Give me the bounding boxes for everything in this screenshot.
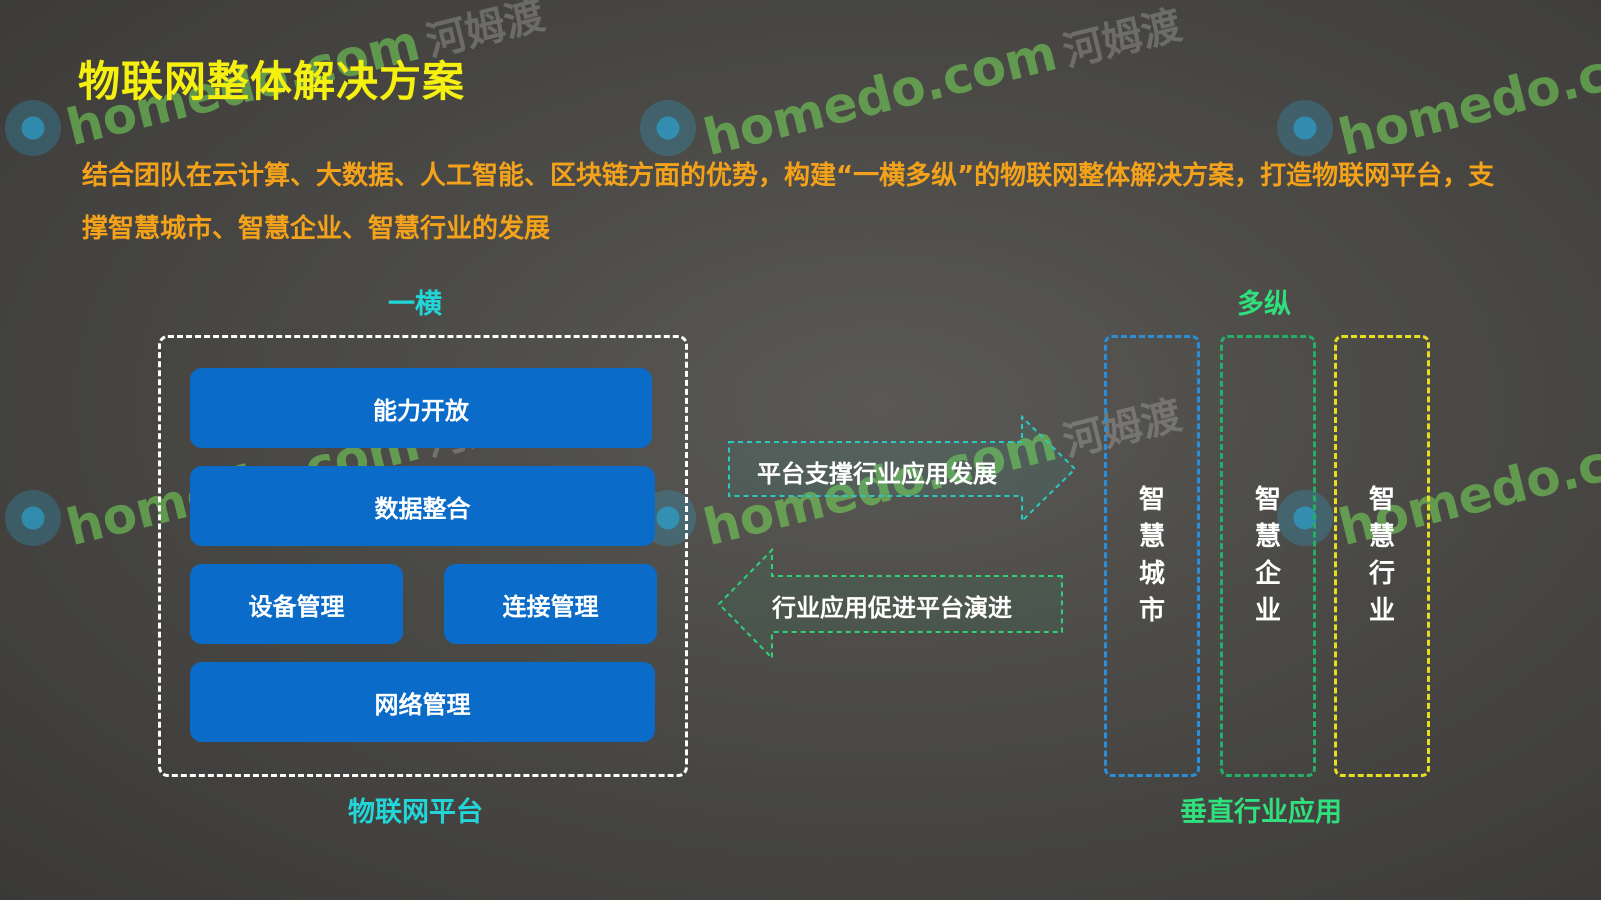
watermark-logo-icon [640,100,696,156]
device-management-block: 设备管理 [190,564,403,644]
description-text: 结合团队在云计算、大数据、人工智能、区块链方面的优势，构建“一横多纵”的物联网整… [82,161,1495,244]
data-integration-block: 数据整合 [190,466,655,546]
platform-frame [158,335,688,777]
network-management-block: 网络管理 [190,662,655,742]
watermark-logo-icon [1277,100,1333,156]
smart-industry-label: 智慧行业 [1368,485,1395,626]
smart-city-column: 智慧城市 [1104,335,1200,777]
platform-caption: 物联网平台 [348,797,483,828]
right-arrow [728,415,1077,524]
left-arrow [717,548,1063,660]
smart-industry-column: 智慧行业 [1334,335,1430,777]
watermark-logo-icon [5,490,61,546]
watermark-logo-icon [5,100,61,156]
watermark-logo-icon [1277,490,1333,546]
connection-management-block: 连接管理 [444,564,657,644]
left-arrow-label: 行业应用促进平台演进 [772,594,1012,622]
horizontal-heading: 一横 [388,289,442,320]
vertical-caption: 垂直行业应用 [1180,797,1342,828]
watermark: homedo.com河姆渡 [697,2,1187,168]
right-arrow-label: 平台支撑行业应用发展 [757,460,997,488]
smart-enterprise-label: 智慧企业 [1254,485,1281,626]
vertical-heading: 多纵 [1237,289,1291,320]
smart-city-label: 智慧城市 [1138,485,1165,626]
smart-enterprise-column: 智慧企业 [1220,335,1316,777]
capability-open-block: 能力开放 [190,368,652,448]
page-title: 物联网整体解决方案 [78,57,466,106]
watermark: homedo.com [1332,23,1601,168]
